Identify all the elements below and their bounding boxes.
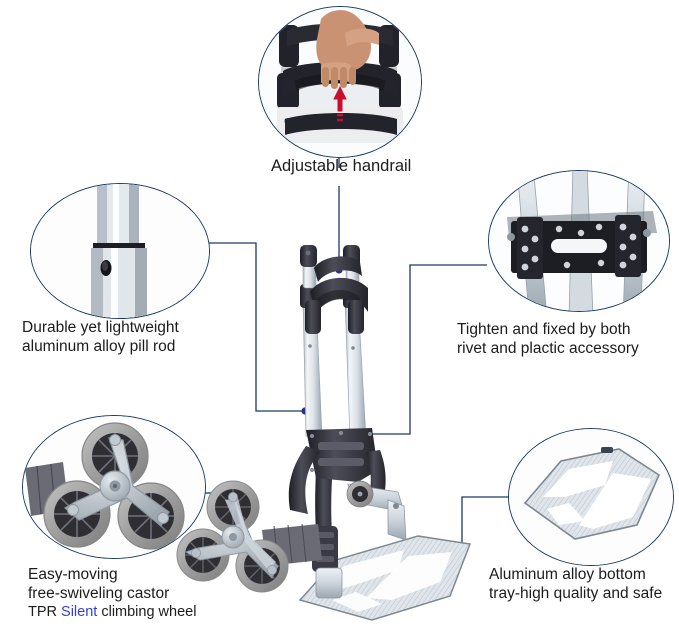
webbed-aluminum-tray-plate-icon (509, 429, 673, 565)
swing-arm (346, 480, 407, 541)
riveted-black-bracket-icon (489, 171, 669, 311)
caption-line: tray-high quality and safe (489, 585, 663, 602)
callout-aluminum-bottom-tray (508, 428, 674, 566)
connector-top-right (368, 264, 487, 435)
caption-line: free-swiveling castor (28, 585, 170, 602)
caption-aluminum-bottom-tray: Aluminum alloy bottom tray-high quality … (489, 565, 662, 603)
caption-line-silent: TPR Silent climbing wheel (28, 603, 196, 622)
caption-line: Durable yet lightweight (22, 319, 179, 336)
callout-aluminum-pill-rod (30, 183, 210, 319)
caption-swivel-climbing-castor: Easy-moving free-swiveling castor TPR Si… (28, 565, 196, 622)
callout-rivet-plastic-bracket (488, 170, 670, 312)
hand-gripping-handrail-icon (259, 7, 421, 157)
telescoping-aluminum-rod-icon (31, 184, 209, 318)
hand-shape (316, 10, 379, 89)
product-illustration (176, 245, 471, 621)
caption-line: aluminum alloy pill rod (22, 338, 176, 355)
caption-adjustable-handrail: Adjustable handrail (271, 157, 411, 176)
connector-top-left (205, 242, 303, 412)
caption-text-pre: TPR (28, 604, 62, 620)
caption-line: Aluminum alloy bottom (489, 566, 646, 583)
tri-star-climbing-wheel-icon (23, 416, 205, 558)
handle-grip (305, 256, 368, 334)
wheel-cluster (176, 480, 322, 593)
caption-rivet-plastic-bracket: Tighten and fixed by both rivet and plac… (457, 320, 639, 358)
caption-line: Easy-moving (28, 566, 118, 583)
callout-swivel-climbing-castor (22, 415, 206, 559)
caption-text-post: climbing wheel (97, 604, 197, 620)
caption-aluminum-pill-rod: Durable yet lightweight aluminum alloy p… (22, 318, 179, 356)
up-arrow-icon (333, 85, 347, 122)
callout-adjustable-handrail (258, 6, 422, 158)
caption-line: rivet and plactic accessory (457, 340, 639, 357)
caption-line: Tighten and fixed by both (457, 321, 631, 338)
caption-line: Adjustable handrail (271, 157, 412, 175)
caption-text-accent: Silent (61, 604, 98, 620)
